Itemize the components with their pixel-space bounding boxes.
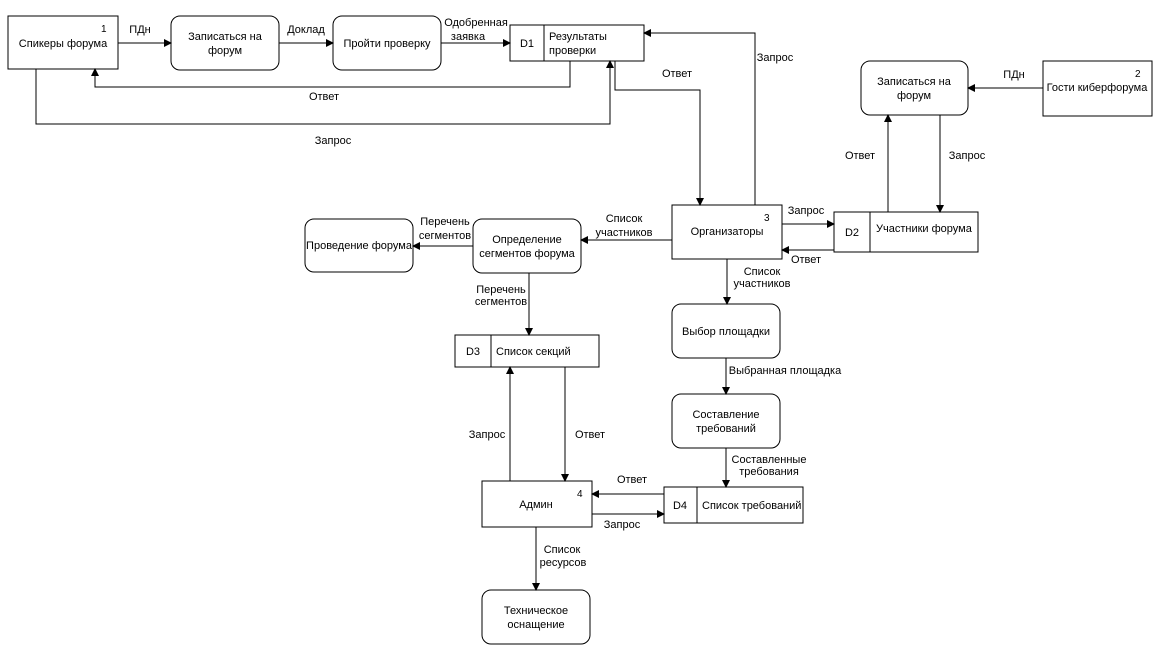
store-forum-participants-line1: Участники форума xyxy=(876,223,973,235)
process-register-guests: Записаться на форум xyxy=(860,60,969,116)
store-requirements-list: D4 Список требований xyxy=(663,486,804,524)
process-make-requirements-line2: требований xyxy=(696,423,756,435)
process-make-requirements: Составление требований xyxy=(671,393,781,449)
label-participants-list-2: участников xyxy=(595,227,652,239)
process-pass-check-line1: Пройти проверку xyxy=(343,38,431,50)
entity-guests-label: Гости киберфорума xyxy=(1047,82,1149,94)
flow-speakers-to-results xyxy=(35,60,614,125)
process-tech-equipment-line2: оснащение xyxy=(507,619,564,631)
label-made-requirements-2: требования xyxy=(739,466,799,478)
flow-edges xyxy=(35,29,1043,591)
label-answer-guest-register: Ответ xyxy=(845,150,875,162)
label-selected-venue: Выбранная площадка xyxy=(729,365,842,377)
process-register-guests-line2: форум xyxy=(897,90,931,102)
label-answer-results-organizers: Ответ xyxy=(662,68,692,80)
entity-speakers: 1 Спикеры форума xyxy=(7,15,119,70)
entity-organizers: 3 Организаторы xyxy=(671,204,783,260)
label-approved-2: заявка xyxy=(451,31,486,43)
label-answer-sections-admin: Ответ xyxy=(575,429,605,441)
process-pass-check: Пройти проверку xyxy=(332,15,442,71)
label-answer-reqs-admin: Ответ xyxy=(617,474,647,486)
entity-organizers-label: Организаторы xyxy=(691,226,764,238)
store-section-list-line1: Список секций xyxy=(496,346,571,358)
store-requirements-list-line1: Список требований xyxy=(702,500,801,512)
label-participants-venue-2: участников xyxy=(733,278,790,290)
label-segments-store-2: сегментов xyxy=(475,296,527,308)
label-answer-participants-organizers: Ответ xyxy=(791,254,821,266)
process-choose-venue: Выбор площадки xyxy=(671,303,781,359)
entity-guests: 2 Гости киберфорума xyxy=(1042,60,1153,117)
entity-guests-number: 2 xyxy=(1135,69,1141,80)
store-forum-participants-id: D2 xyxy=(845,227,859,239)
process-conduct-forum: Проведение форума xyxy=(304,218,414,273)
process-define-segments-line1: Определение xyxy=(492,234,562,246)
process-tech-equipment-line1: Техническое xyxy=(504,605,568,617)
label-pdn-guests: ПДн xyxy=(1003,69,1024,81)
entity-speakers-number: 1 xyxy=(101,24,107,35)
flow-labels: ПДн Доклад Одобренная заявка Ответ Запро… xyxy=(129,17,1024,569)
entity-admin-label: Админ xyxy=(519,499,553,511)
store-check-results-line2: проверки xyxy=(549,45,596,57)
label-request-admin-sections: Запрос xyxy=(469,429,506,441)
label-made-requirements-1: Составленные xyxy=(732,454,807,466)
label-segments-conduct-1: Перечень xyxy=(420,216,470,228)
label-request-organizers-participants: Запрос xyxy=(788,205,825,217)
store-check-results-id: D1 xyxy=(520,38,534,50)
label-request-guest-register: Запрос xyxy=(949,150,986,162)
label-participants-list-1: Список xyxy=(606,213,643,225)
entity-admin: 4 Админ xyxy=(481,480,593,528)
process-conduct-forum-line1: Проведение форума xyxy=(306,240,413,252)
process-define-segments-line2: сегментов форума xyxy=(479,248,575,260)
label-request-admin-reqs: Запрос xyxy=(604,519,641,531)
store-requirements-list-id: D4 xyxy=(673,500,687,512)
label-request-speakers-results: Запрос xyxy=(315,135,352,147)
label-resources-2: ресурсов xyxy=(540,557,587,569)
entity-speakers-label: Спикеры форума xyxy=(19,38,108,50)
store-forum-participants: D2 Участники форума xyxy=(833,211,979,253)
process-choose-venue-line1: Выбор площадки xyxy=(682,326,770,338)
process-tech-equipment: Техническое оснащение xyxy=(481,589,591,645)
label-segments-store-1: Перечень xyxy=(476,284,526,296)
entity-organizers-number: 3 xyxy=(764,213,770,224)
store-section-list: D3 Список секций xyxy=(454,334,600,368)
flow-results-to-speakers xyxy=(91,61,571,88)
label-resources-1: Список xyxy=(544,544,581,556)
flow-results-to-organizers xyxy=(614,61,704,206)
process-register-speakers-line1: Записаться на xyxy=(188,31,263,43)
process-register-speakers-line2: форум xyxy=(208,45,242,57)
label-pdn-speakers: ПДн xyxy=(129,24,150,36)
label-participants-venue-1: Список xyxy=(744,266,781,278)
store-check-results-line1: Результаты xyxy=(549,31,607,43)
flow-organizers-to-results xyxy=(643,29,756,205)
label-approved-1: Одобренная xyxy=(444,17,508,29)
process-define-segments: Определение сегментов форума xyxy=(472,218,582,274)
label-report: Доклад xyxy=(287,24,325,36)
entity-admin-number: 4 xyxy=(577,489,583,500)
store-section-list-id: D3 xyxy=(466,346,480,358)
label-request-organizers-results: Запрос xyxy=(757,52,794,64)
label-segments-conduct-2: сегментов xyxy=(419,230,471,242)
store-check-results: D1 Результаты проверки xyxy=(509,24,645,62)
process-register-guests-line1: Записаться на xyxy=(877,76,952,88)
process-register-speakers: Записаться на форум xyxy=(170,15,280,71)
label-answer-results-speakers: Ответ xyxy=(309,91,339,103)
process-make-requirements-line1: Составление xyxy=(692,409,759,421)
